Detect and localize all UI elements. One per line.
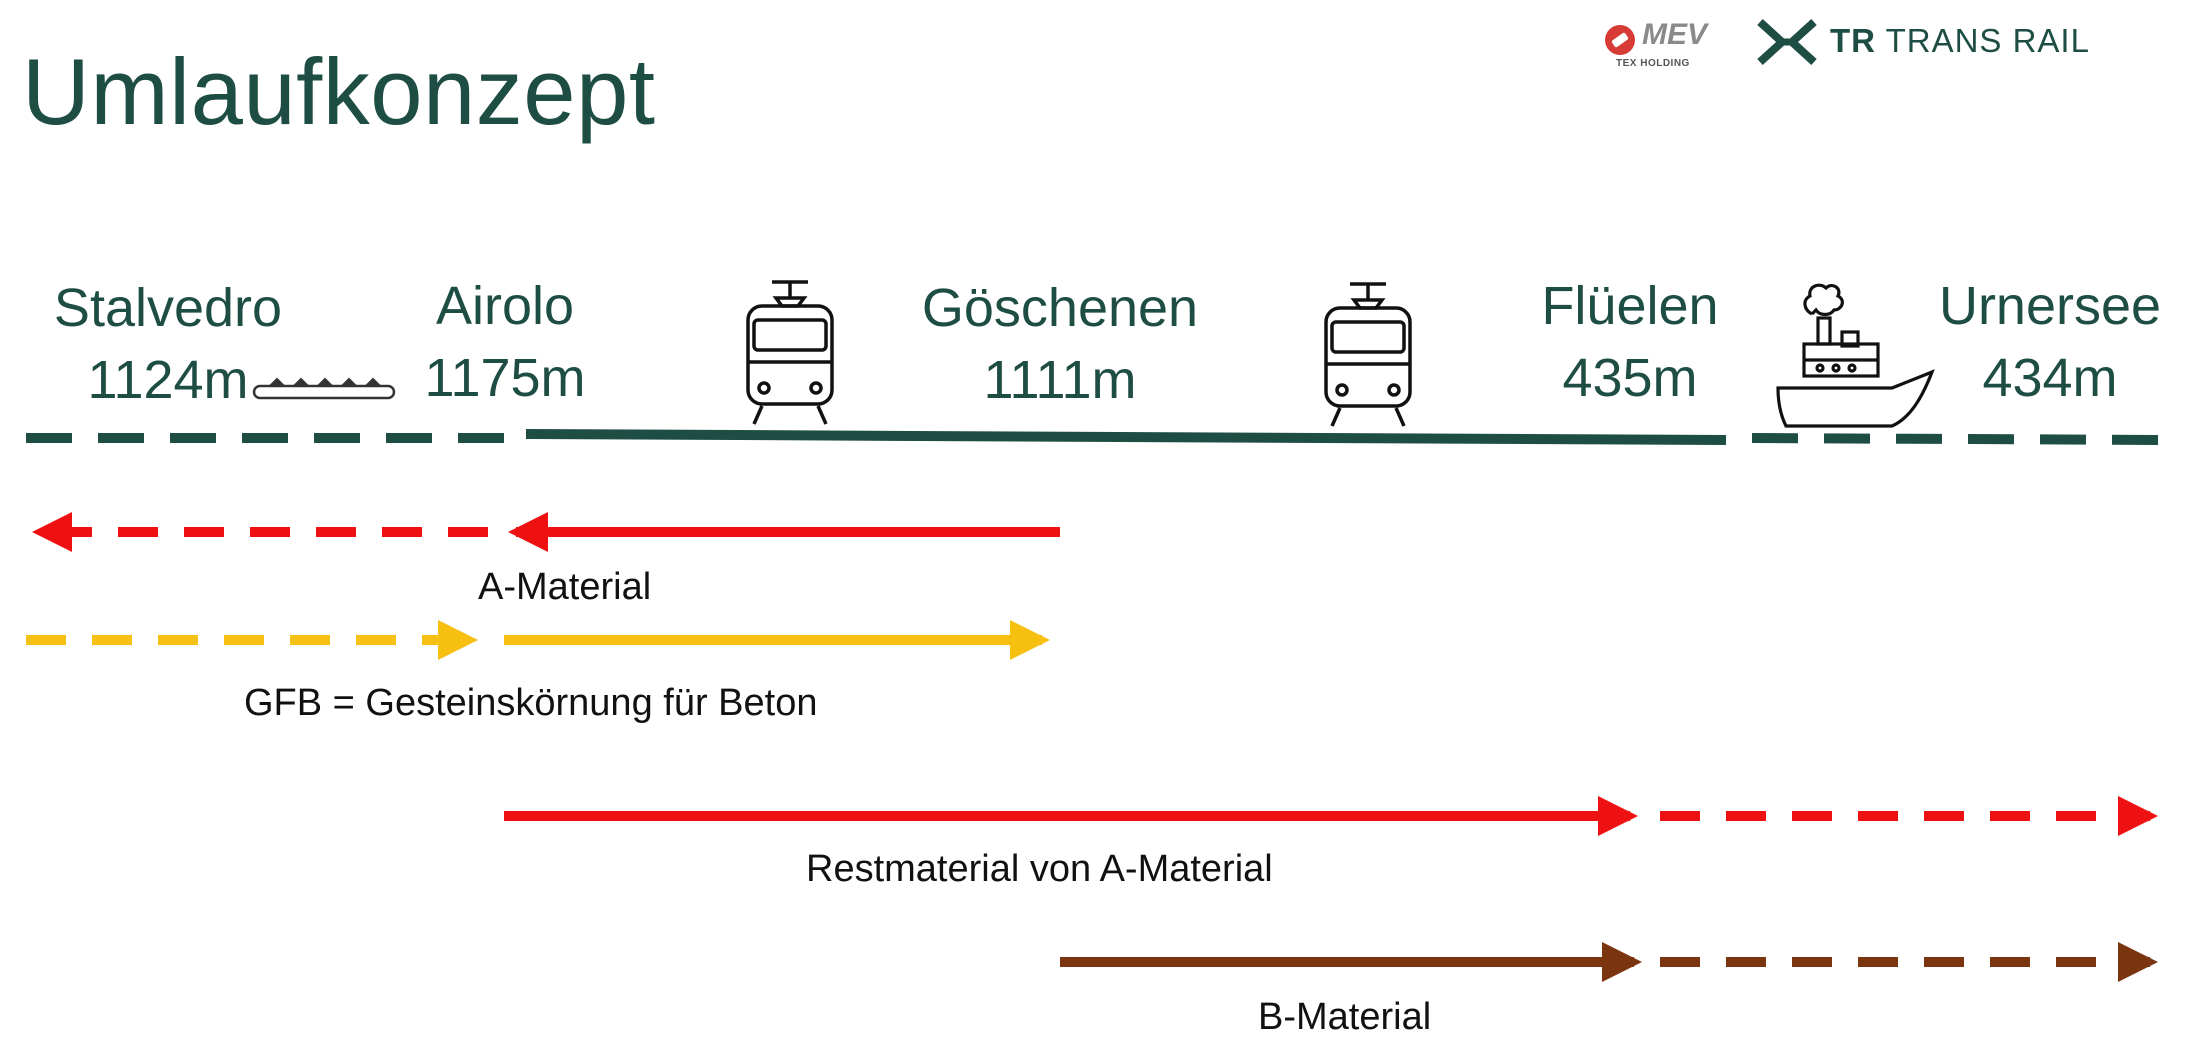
station-altitude: 435m	[1562, 348, 1698, 408]
track-line	[26, 429, 2171, 445]
mev-logo: MEV TEX HOLDING	[1598, 18, 1708, 74]
station-name: Flüelen	[1541, 276, 1719, 336]
station-urnersee: Urnersee 434m	[1925, 270, 2175, 414]
mev-logo-text: MEV	[1642, 18, 1708, 51]
ship-icon	[1776, 283, 1935, 428]
station-altitude: 1111m	[983, 350, 1137, 410]
flow-label-gfb: GFB = Gesteinskörnung für Beton	[244, 682, 818, 724]
mev-logo-subtext: TEX HOLDING	[1616, 58, 1690, 69]
station-stalvedro: Stalvedro 1124m	[38, 272, 298, 416]
page-title: Umlaufkonzept	[22, 39, 656, 144]
station-altitude: 434m	[1982, 348, 2118, 408]
station-altitude: 1124m	[87, 350, 249, 410]
train-icon	[746, 280, 834, 425]
station-goeschenen: Göschenen 1111m	[900, 272, 1220, 416]
station-name: Urnersee	[1938, 276, 2162, 336]
conveyor-belt-icon	[252, 377, 396, 400]
station-altitude: 1175m	[424, 348, 586, 408]
flow-label-b-material: B-Material	[1258, 996, 1432, 1038]
trans-rail-logo: TR TRANS RAIL	[1756, 18, 2116, 74]
station-name: Airolo	[435, 276, 575, 336]
station-name: Stalvedro	[53, 278, 283, 338]
station-name: Göschenen	[921, 278, 1199, 338]
mev-logo-icon	[1605, 25, 1635, 55]
station-flueelen: Flüelen 435m	[1520, 270, 1740, 414]
trans-rail-logo-bold: TR	[1830, 22, 1876, 59]
trans-rail-logo-text: TRANS RAIL	[1885, 22, 2090, 59]
trans-rail-logo-icon	[1757, 19, 1817, 65]
flow-label-a-material: A-Material	[478, 566, 652, 608]
flow-label-restmaterial: Restmaterial von A-Material	[806, 848, 1273, 890]
station-airolo: Airolo 1175m	[410, 270, 600, 414]
train-icon	[1324, 282, 1412, 427]
